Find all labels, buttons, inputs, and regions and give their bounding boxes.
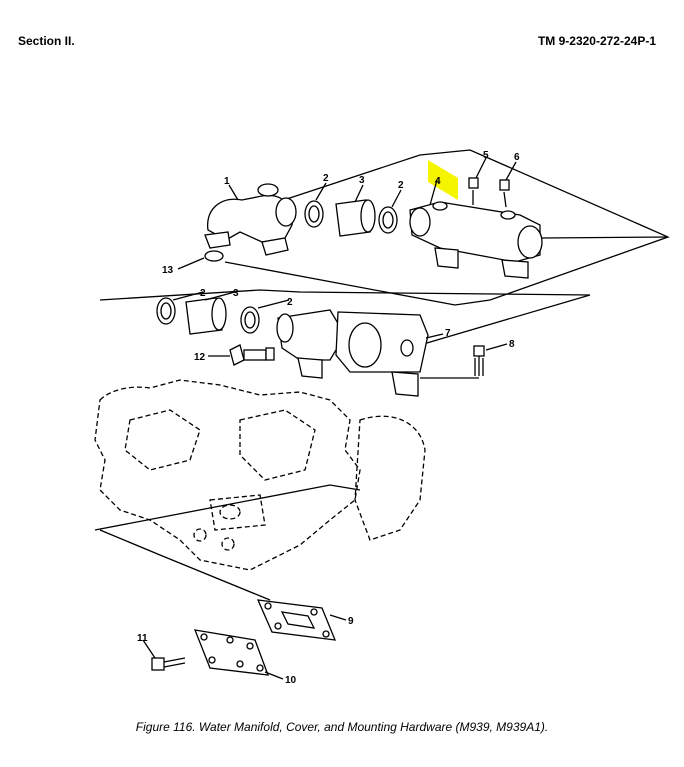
callout-1: 1 — [224, 176, 230, 187]
water-manifold-cover — [193, 629, 269, 676]
drain-valve — [229, 344, 275, 366]
callout-4: 4 — [435, 176, 441, 187]
pipe-plug — [468, 177, 479, 189]
sleeve — [185, 297, 227, 335]
manual-number: TM 9-2320-272-24P-1 — [537, 34, 656, 48]
gasket — [256, 599, 337, 641]
engine-block-outline — [94, 379, 426, 571]
figure-caption: Figure 116. Water Manifold, Cover, and M… — [135, 720, 549, 734]
lower-plane-outline — [99, 289, 591, 346]
cap-screw — [473, 345, 485, 376]
thermostat-housing — [276, 309, 429, 397]
callout-11: 11 — [137, 633, 148, 644]
callout-3: 3 — [233, 288, 239, 299]
callout-5: 5 — [483, 150, 489, 161]
mounting-guide-line — [94, 484, 361, 531]
gasket-washer — [204, 250, 224, 262]
seal-ring — [156, 297, 176, 325]
callout-9: 9 — [348, 616, 354, 627]
water-manifold-section — [409, 201, 543, 279]
seal-ring — [378, 206, 398, 234]
callout-10: 10 — [285, 675, 297, 686]
callout-2: 2 — [323, 173, 329, 184]
callout-8: 8 — [509, 339, 515, 350]
mounting-guide-line — [99, 529, 271, 601]
leader-lines — [142, 157, 517, 680]
callout-2: 2 — [398, 180, 404, 191]
cover-cap-screw — [151, 657, 186, 671]
callout-6: 6 — [514, 152, 520, 163]
callout-12: 12 — [194, 352, 206, 363]
callout-2: 2 — [200, 288, 206, 299]
section-header: Section II. — [18, 34, 75, 48]
sleeve — [335, 199, 376, 237]
callout-7: 7 — [445, 328, 451, 339]
callout-13: 13 — [162, 265, 174, 276]
highlight-marker — [428, 160, 458, 200]
callout-2: 2 — [287, 297, 293, 308]
seal-ring — [240, 306, 260, 334]
seal-ring — [304, 200, 324, 228]
callout-3: 3 — [359, 175, 365, 186]
elbow-manifold-section — [204, 183, 297, 256]
pipe-plug — [499, 179, 510, 191]
